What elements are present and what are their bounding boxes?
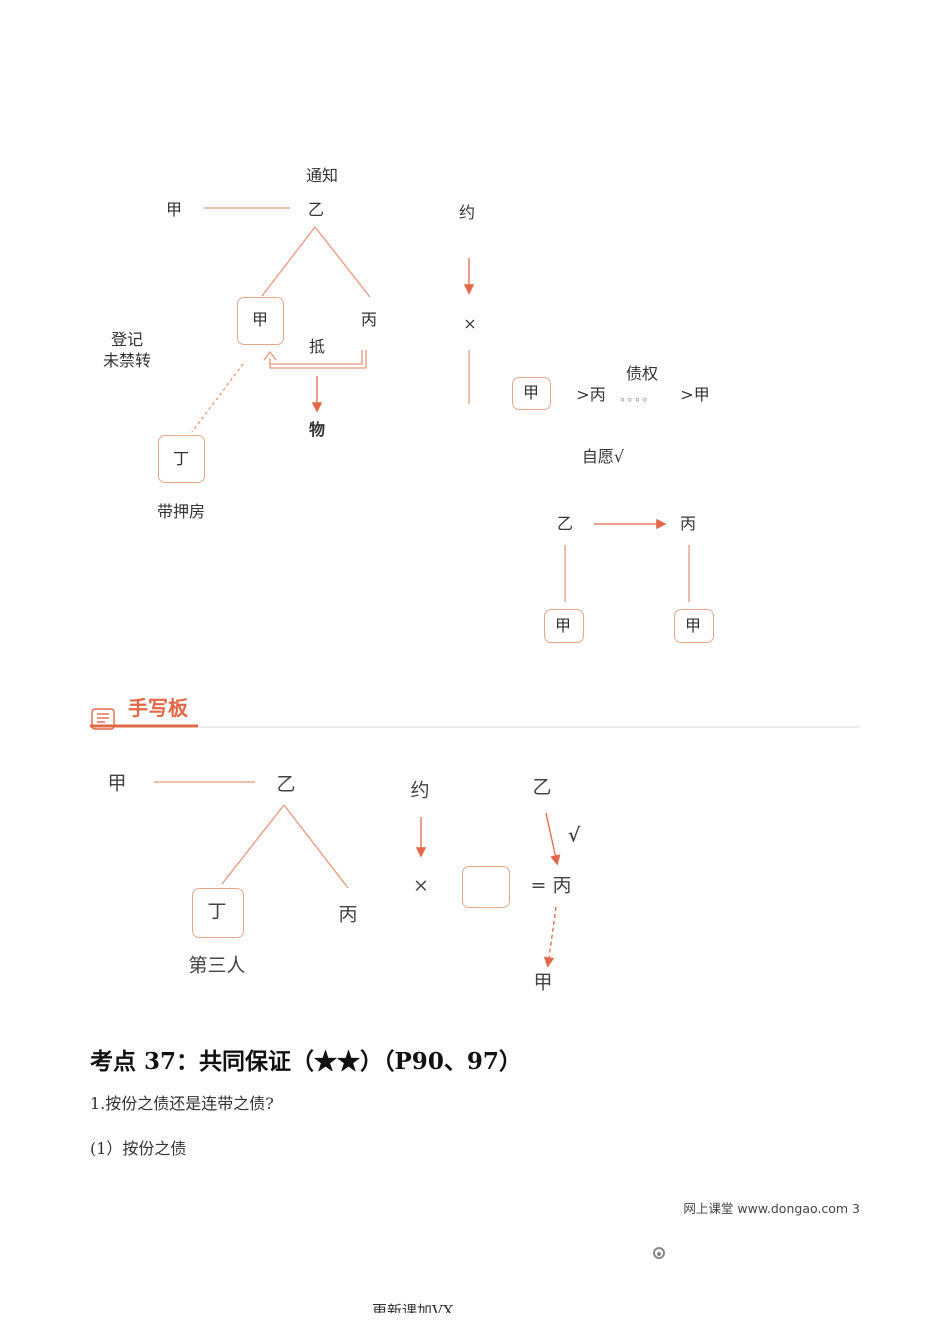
hw-line-yi-ding — [221, 804, 285, 885]
hw-label-check: √ — [567, 824, 581, 847]
box-jia — [237, 297, 284, 345]
hw-label-yi-right: 乙 — [532, 776, 552, 799]
small-circle-icon — [653, 1247, 665, 1259]
label-jia-a: 甲 — [554, 616, 572, 635]
hw-label-third-party: 第三人 — [188, 954, 246, 977]
label-agreement: 约 — [458, 203, 476, 222]
dashed-jia-ding — [191, 363, 244, 433]
hw-line-yi-bing — [283, 804, 349, 889]
line-yi-jia — [261, 226, 316, 297]
label-gt-bing: >丙 — [576, 385, 606, 404]
label-yi2: 乙 — [556, 514, 574, 533]
hw-label-jia-bottom: 甲 — [533, 971, 553, 994]
label-voluntary: 自愿√ — [581, 447, 625, 466]
box-jia-right — [512, 377, 551, 410]
label-yi: 乙 — [307, 200, 325, 219]
mortgage-arrowhead — [263, 350, 277, 361]
label-jia: 甲 — [165, 200, 183, 219]
line-yi-bing — [314, 226, 371, 298]
box-jia-b — [674, 609, 714, 643]
label-notify: 通知 — [305, 166, 339, 185]
hw-box-ding — [192, 888, 244, 938]
hw-empty-box — [462, 866, 510, 908]
hw-label-bing: 丙 — [338, 903, 358, 926]
box-ding — [158, 435, 205, 483]
hw-label-cross: × — [413, 874, 429, 897]
label-jia-box-right: 甲 — [522, 383, 540, 402]
page-footer: 网上课堂 www.dongao.com 3 — [683, 1201, 860, 1216]
label-bing2: 丙 — [679, 514, 697, 533]
hw-label-eq-bing: = 丙 — [530, 874, 572, 897]
label-thing: 物 — [308, 420, 326, 439]
label-bing: 丙 — [360, 310, 378, 329]
hw-arrow-yi-bing — [545, 812, 561, 866]
handwriting-board-title: 手写板 — [128, 696, 188, 720]
hw-label-ding: 丁 — [207, 900, 227, 923]
item-1-text: (1）按份之债 — [90, 1139, 187, 1158]
hw-label-agreement: 约 — [410, 779, 430, 802]
box-jia-a — [544, 609, 584, 643]
board-icon — [91, 708, 115, 730]
label-not-prohibited: 未禁转 — [102, 351, 152, 370]
label-ding-box: 丁 — [172, 449, 190, 468]
label-dots: 。。。。 — [620, 390, 656, 404]
label-registered: 登记 — [110, 330, 144, 349]
section-heading: 考点 37：共同保证（★★）（P90、97） — [90, 1048, 522, 1075]
label-gt-jia: >甲 — [680, 385, 710, 404]
label-jia-box: 甲 — [251, 310, 269, 329]
label-mortgage: 抵 — [308, 337, 326, 356]
label-cross: × — [463, 314, 477, 333]
hw-dashed-bing-jia — [543, 906, 557, 968]
hw-label-yi: 乙 — [276, 773, 296, 796]
mortgage-double-arrow — [269, 350, 367, 369]
question-text: 1.按份之债还是连带之债? — [90, 1094, 274, 1113]
label-jia-b: 甲 — [684, 616, 702, 635]
hw-label-jia: 甲 — [107, 772, 127, 795]
label-creditor-right: 债权 — [625, 364, 659, 383]
label-with-mortgage-house: 带押房 — [156, 502, 206, 521]
cut-off-text: 更新课加VX — [372, 1302, 454, 1313]
